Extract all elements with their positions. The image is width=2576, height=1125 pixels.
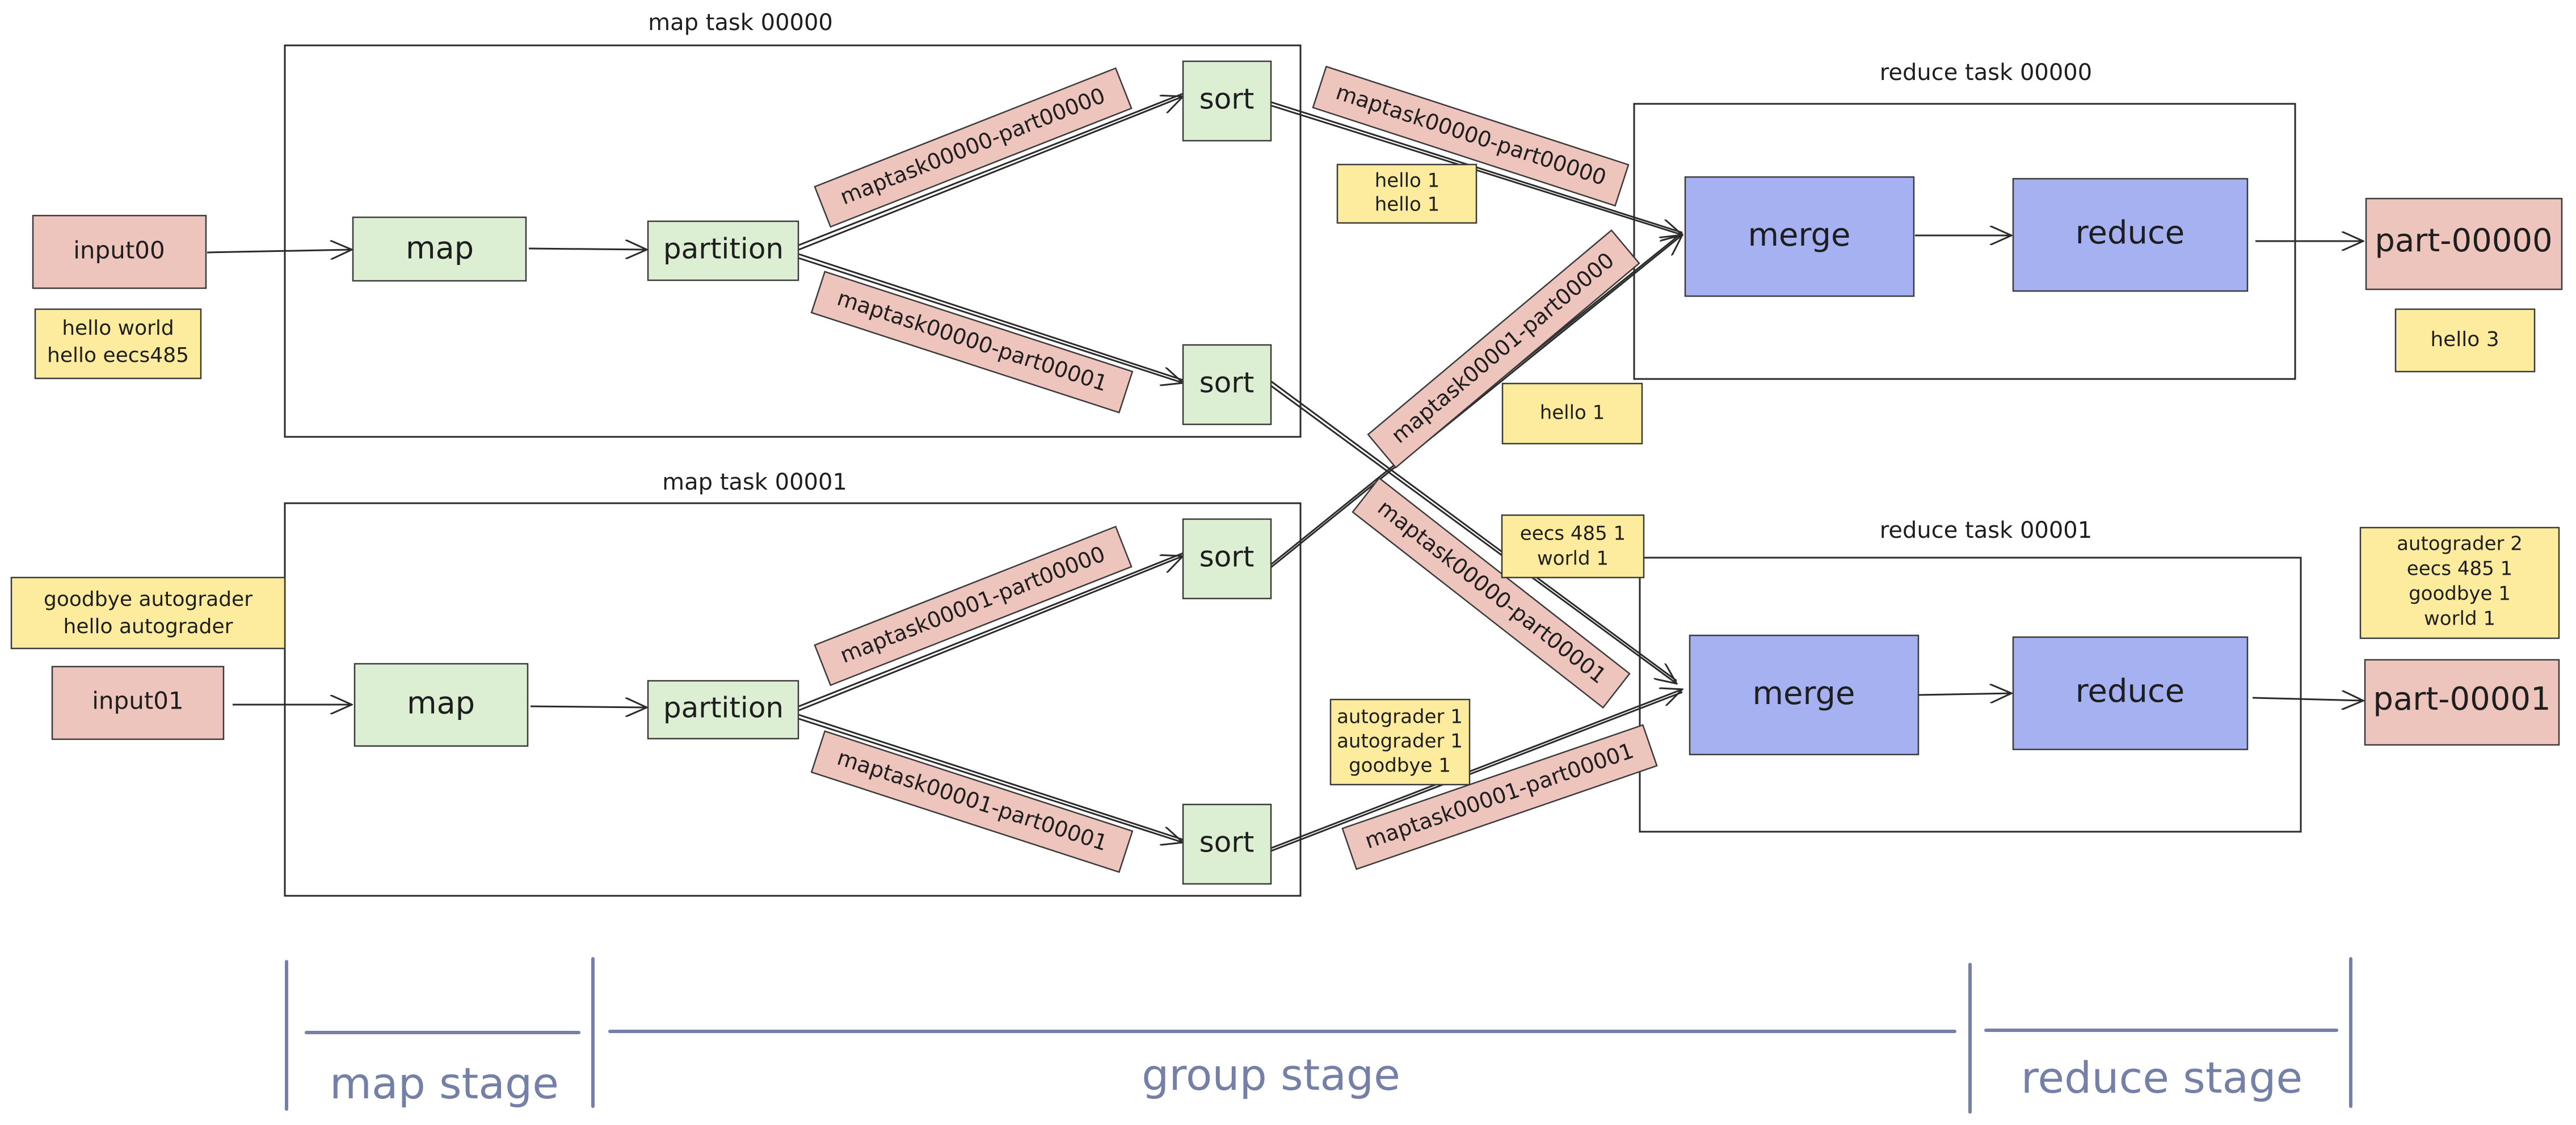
group-stage-label: group stage [1142, 1050, 1400, 1100]
reduce-task-00001-title: reduce task 00001 [1880, 517, 2092, 543]
input01-line-2: hello autograder [64, 615, 233, 638]
sorted-note-1-line-2: hello 1 [1375, 193, 1440, 216]
output-part-00001: part-00001 [2364, 659, 2560, 746]
arrow-sort4-merge2 [1270, 689, 1682, 852]
merge-00000: merge [1684, 176, 1915, 297]
partition-file-label: maptask00001-part00001 [834, 745, 1110, 856]
arrow-reduce-output-2 [2252, 698, 2363, 701]
reduce-00000: reduce [2012, 178, 2249, 292]
map-label: map [406, 230, 474, 266]
output-content-0: hello 3 [2394, 308, 2536, 373]
reduce-label: reduce [2076, 673, 2185, 710]
arrow-merge-reduce-2 [1917, 693, 2011, 695]
output-1-line-4: world 1 [2424, 608, 2495, 630]
output-1-line-2: eecs 485 1 [2407, 558, 2512, 580]
map-00000: map [352, 216, 527, 282]
sorted-note-1-line-1: hello 1 [1375, 170, 1440, 192]
output-part-00000: part-00000 [2365, 197, 2563, 290]
partition-file-label: maptask00001-part00000 [836, 541, 1108, 668]
arrow-map-partition-2 [530, 706, 647, 707]
map-task-00001-frame [284, 502, 1302, 897]
input00-label: input00 [73, 237, 165, 264]
partition-label: partition [663, 233, 784, 266]
arrow-sort2-merge2 [1270, 380, 1677, 684]
sort-00001-a: sort [1182, 518, 1272, 600]
reduce-label: reduce [2076, 214, 2185, 251]
partition-00001: partition [647, 680, 799, 740]
sorted-note-4-line-3: goodbye 1 [1349, 755, 1451, 777]
map-00001: map [353, 663, 529, 747]
input00-content-note: hello world hello eecs485 [34, 308, 202, 380]
sorted-note-3-line-1: eecs 485 1 [1520, 523, 1626, 545]
input01-file: input01 [51, 665, 225, 740]
input01-content-note: goodbye autograder hello autograder [10, 576, 286, 650]
partition-file-m1-p1: maptask00001-part00001 [810, 730, 1134, 873]
arrow-map-partition [528, 248, 647, 250]
partition-file-label: maptask00000-part00001 [834, 285, 1110, 397]
map-task-00000-frame [284, 44, 1302, 438]
partition-file-label: maptask00000-part00000 [836, 83, 1108, 209]
input00-line-2: hello eecs485 [47, 344, 189, 367]
sorted-note-4-line-1: autograder 1 [1337, 706, 1463, 728]
map-task-00000-title: map task 00000 [648, 10, 833, 36]
merge-label: merge [1748, 217, 1850, 254]
output-1-line-1: autograder 2 [2397, 533, 2523, 555]
reduce-task-00000-title: reduce task 00000 [1880, 60, 2092, 86]
merge-label: merge [1752, 675, 1855, 712]
map-label: map [407, 685, 475, 721]
input01-label: input01 [92, 687, 183, 715]
sort-label: sort [1199, 83, 1255, 116]
map-task-00001-title: map task 00001 [662, 469, 847, 495]
arrow-input00-map [207, 250, 352, 252]
input01-line-1: goodbye autograder [44, 588, 252, 611]
arrows [207, 94, 2363, 851]
output-content-1: autograder 2 eecs 485 1 goodbye 1 world … [2359, 526, 2560, 639]
partition-00000: partition [647, 220, 799, 281]
sort-label: sort [1199, 826, 1255, 859]
sort-00000-a: sort [1182, 60, 1272, 142]
sort-00000-b: sort [1182, 344, 1272, 425]
map-stage-label: map stage [330, 1058, 559, 1109]
input00-file: input00 [32, 214, 207, 289]
arrow-partition-sort-3 [798, 553, 1183, 711]
input00-line-1: hello world [62, 317, 174, 340]
reduce-00001: reduce [2012, 636, 2249, 751]
output-label: part-00000 [2375, 222, 2552, 259]
partition-file-m0-p1: maptask00000-part00001 [810, 271, 1134, 414]
partition-file-m0-p0: maptask00000-part00000 [814, 67, 1133, 228]
arrow-partition-sort-2 [798, 253, 1183, 383]
sort-label: sort [1199, 366, 1255, 399]
reduce-task-00001-frame [1639, 557, 2302, 833]
stage-markers: map stage group stage reduce stage [285, 957, 2352, 1114]
sort-00001-b: sort [1182, 803, 1272, 885]
reduce-stage-label: reduce stage [2021, 1052, 2303, 1103]
output-1-line-3: goodbye 1 [2409, 583, 2511, 605]
partition-file-m1-p0: maptask00001-part00000 [814, 525, 1133, 686]
sort-label: sort [1199, 541, 1255, 574]
output-label: part-00001 [2373, 681, 2550, 718]
cross-file-m0-p1: maptask00000-part00001 [1352, 477, 1631, 709]
arrow-partition-sort-4 [798, 714, 1183, 842]
sorted-note-2-line-1: hello 1 [1540, 402, 1605, 424]
output-0-line-1: hello 3 [2430, 328, 2499, 351]
sorted-note-1: hello 1 hello 1 [1336, 163, 1478, 224]
sorted-note-2: hello 1 [1501, 382, 1643, 445]
sorted-note-3-line-2: world 1 [1537, 547, 1609, 570]
sorted-note-4-line-2: autograder 1 [1337, 730, 1463, 753]
sorted-note-3: eecs 485 1 world 1 [1501, 514, 1645, 579]
merge-00001: merge [1689, 634, 1920, 756]
arrow-partition-sort-1 [798, 94, 1183, 251]
sorted-note-4: autograder 1 autograder 1 goodbye 1 [1329, 698, 1471, 786]
partition-label: partition [663, 692, 784, 724]
